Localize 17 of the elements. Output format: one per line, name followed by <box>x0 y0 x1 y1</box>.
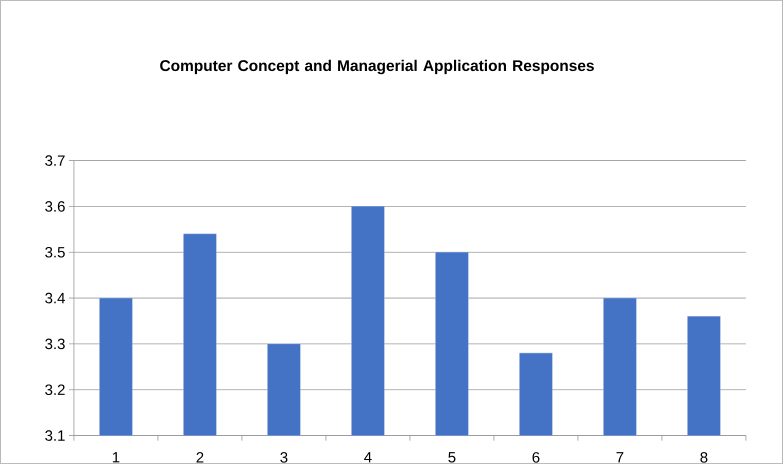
x-tick-label: 8 <box>700 452 708 463</box>
y-tick-label: 3.6 <box>45 201 65 212</box>
x-tick-label: 3 <box>280 452 288 463</box>
y-tick-label: 3.7 <box>45 155 65 166</box>
y-tick-label: 3.3 <box>45 338 65 350</box>
y-tick-label: 3.1 <box>45 430 65 441</box>
chart-title: Computer Concept and Managerial Application Responses <box>160 60 594 74</box>
x-tick-label: 1 <box>112 452 120 462</box>
x-tick-label: 5 <box>448 452 456 463</box>
x-tick-label: 6 <box>532 452 540 463</box>
x-tick-label: 2 <box>196 452 204 463</box>
y-tick-label: 3.2 <box>45 384 65 396</box>
x-tick-label: 7 <box>616 452 624 462</box>
y-tick-label: 3.4 <box>45 292 65 304</box>
x-tick-label: 4 <box>364 452 372 462</box>
bar-chart: 1 2 3 4 5 6 7 8 3.1 3.2 3.3 3.4 3.5 3.6 3.7 <box>45 155 746 463</box>
y-tick-label: 3.5 <box>45 246 65 258</box>
